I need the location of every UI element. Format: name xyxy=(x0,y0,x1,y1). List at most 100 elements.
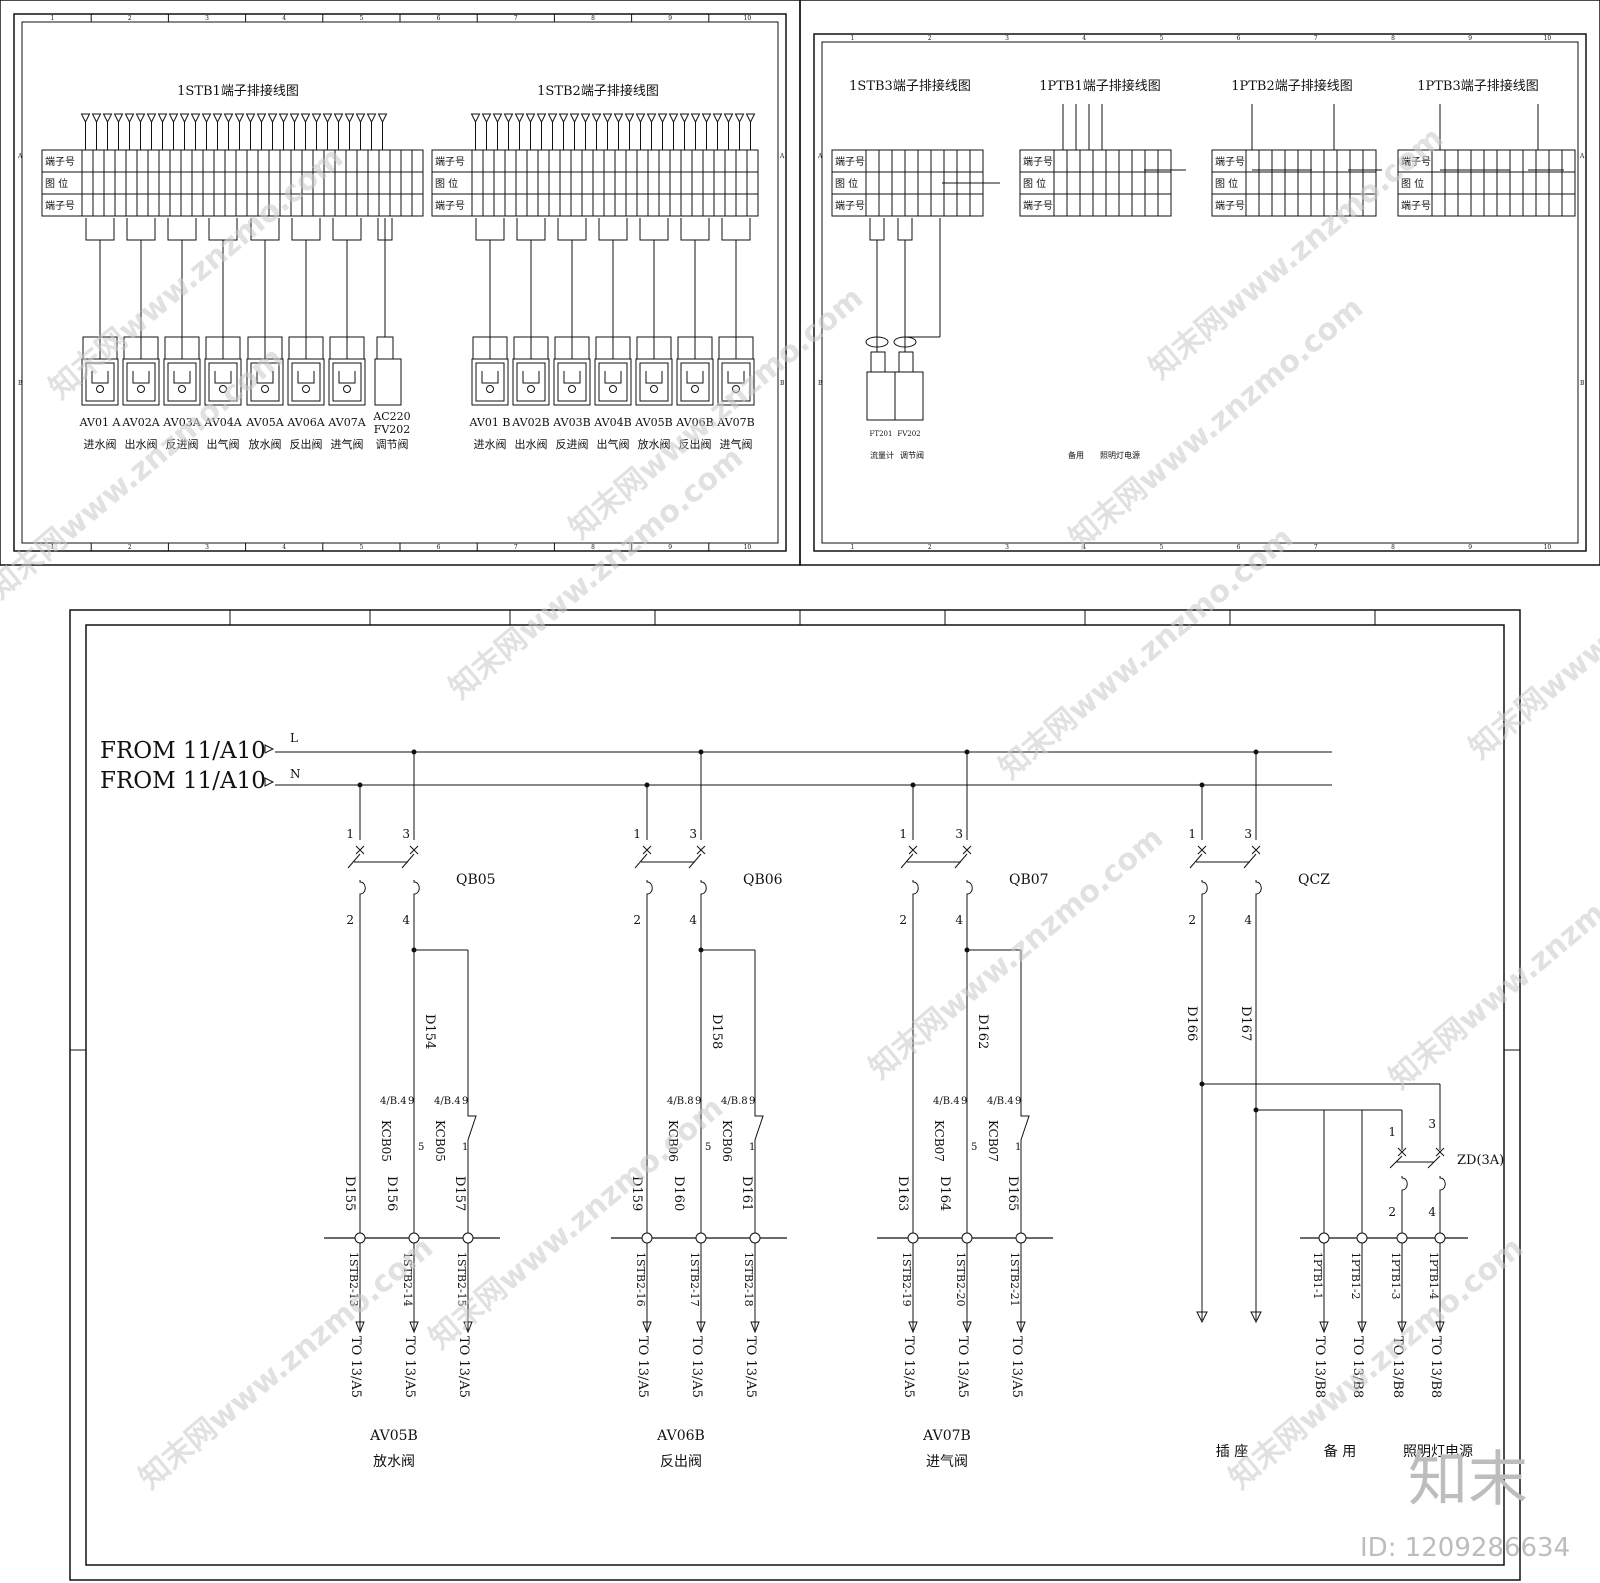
sheet1-stb2-table-row-label: 端子号 xyxy=(435,155,465,168)
sheet3-qcz-arrow xyxy=(1196,1311,1208,1324)
sheet1-a-terminal-bracket xyxy=(291,218,321,241)
sheet3-group-3-relay-ref: 4/B.4 xyxy=(933,1096,960,1107)
sheet1-a-device-body xyxy=(163,358,201,406)
sheet1-device-code-b: AV06B xyxy=(675,416,713,429)
sheet3-group-1-relay-name: KCB05 xyxy=(433,1120,447,1162)
sheet1-terminal-arrow xyxy=(580,113,591,124)
sheet1-a-device-body xyxy=(328,358,366,406)
sheet1-terminal-arrow xyxy=(245,113,256,124)
sheet1-terminal-arrow xyxy=(602,113,613,124)
sheet3-group-1-to-label: TO 13/A5 xyxy=(402,1336,417,1398)
sheet3-ptb-terminal xyxy=(1434,1232,1446,1244)
sheet1-b-valve-symbol xyxy=(522,371,540,384)
sheet1-terminal-arrow xyxy=(311,113,322,124)
sheet1-device-code-a: AV03A xyxy=(162,416,201,429)
sheet3-group-3-to-label: TO 13/A5 xyxy=(901,1336,916,1398)
sheet3-group-3-wire-b: D163 xyxy=(895,1176,910,1211)
sheet3-group-1-to-arrow xyxy=(409,1321,419,1334)
sheet1-terminal-arrow xyxy=(278,113,289,124)
sheet1-stb1-table-row-label: 端子号 xyxy=(45,155,75,168)
sheet1-a-valve-symbol xyxy=(91,371,109,384)
sheet1-terminal-arrow xyxy=(366,113,377,124)
sheet1-a-valve-symbol-circle xyxy=(261,385,269,393)
sheet2-spare: 备用 xyxy=(1068,450,1084,460)
sheet1-terminal-arrow xyxy=(657,113,668,124)
sheet3-ptb-to-label: TO 13/B8 xyxy=(1312,1336,1327,1398)
sheet1-device-name-a: 出气阀 xyxy=(207,437,240,451)
sheet1-terminal-arrow xyxy=(613,113,624,124)
sheet2-fv-name: 调节阀 xyxy=(900,451,924,460)
sheet3-ptb-terminal xyxy=(1396,1232,1408,1244)
sheet1-a-valve-symbol xyxy=(256,371,274,384)
sheet1-b-valve-symbol-circle xyxy=(486,385,494,393)
sheet3-from-l: FROM 11/A10 xyxy=(100,738,266,764)
sheet2-fv-code: FV202 xyxy=(897,430,920,438)
sheet1-device-name-b: 进气阀 xyxy=(720,437,753,451)
sheet2-table-3-table-row-label: 端子号 xyxy=(1215,155,1245,168)
sheet1-b-terminal-bracket xyxy=(516,218,546,241)
sheet3-group-2-junction xyxy=(698,749,704,755)
sheet1-terminal-arrow xyxy=(146,113,157,124)
sheet1-b-valve-symbol-circle xyxy=(527,385,535,393)
sheet2-border xyxy=(821,41,1579,544)
sheet2-table-3-table-row-label: 端子号 xyxy=(1215,199,1245,212)
sheet2-grid-number-bottom: 5 xyxy=(1159,544,1163,551)
sheet1-device-name-b: 放水阀 xyxy=(638,437,671,451)
sheet3-qcz-wire-label: D167 xyxy=(1238,1006,1253,1041)
sheet3-ptb-to-label: TO 13/B8 xyxy=(1390,1336,1405,1398)
sheet1-grid-number-bottom: 4 xyxy=(282,544,286,551)
sheet1-stb1-table-row-label: 端子号 xyxy=(45,199,75,212)
sheet3-group-3-contact xyxy=(954,853,973,906)
sheet3-n-label: N xyxy=(290,767,301,781)
sheet2-table-1-table-row-label: 端子号 xyxy=(835,199,865,212)
sheet1-a-device-body xyxy=(246,358,284,406)
sheet2-grid-number-top: 1 xyxy=(851,35,855,42)
sheet1-b-device-body xyxy=(594,358,632,406)
sheet3-group-1-pin1: 1 xyxy=(462,1142,468,1153)
sheet2-ft-code: FT201 xyxy=(870,430,893,438)
sheet3-group-1-x-mark xyxy=(355,845,365,855)
sheet2-table-1-table-row-label: 端子号 xyxy=(835,155,865,168)
sheet3-qcz-junction xyxy=(1199,782,1205,788)
sheet2-lighting: 照明灯电源 xyxy=(1100,450,1140,460)
sheet1-reg-head xyxy=(376,336,394,360)
sheet3-ptb-arrow xyxy=(1435,1321,1445,1334)
sheet3-group-3-to-arrow xyxy=(1016,1321,1026,1334)
sheet3-group-2-pin1: 1 xyxy=(749,1142,755,1153)
sheet1-device-code-b: AV01 B xyxy=(469,416,511,429)
sheet1-a-valve-symbol-circle xyxy=(178,385,186,393)
sheet2-grid-number-bottom: 3 xyxy=(1005,544,1009,551)
sheet3-group-3-to-label: TO 13/A5 xyxy=(955,1336,970,1398)
sheet1-b-device-inner xyxy=(557,362,587,402)
sheet3-group-1-pin5: 5 xyxy=(418,1142,424,1153)
sheet1-a-valve-symbol xyxy=(173,371,191,384)
sheet1-a-terminal-bracket xyxy=(332,218,362,241)
sheet3-group-1-junction xyxy=(411,749,417,755)
sheet1-b-device-body xyxy=(553,358,591,406)
sheet1-b-terminal-bracket xyxy=(598,218,628,241)
sheet1-device-code-a: AV07A xyxy=(327,416,366,429)
sheet1-terminal-arrow xyxy=(712,113,723,124)
sheet1-terminal-arrow xyxy=(322,113,333,124)
sheet2-grid-number-bottom: 8 xyxy=(1391,544,1395,551)
sheet2-ft-body xyxy=(866,371,896,421)
sheet1-b-valve-symbol-circle xyxy=(568,385,576,393)
sheet1-device-code-b: AV04B xyxy=(593,416,631,429)
sheet2-grid-number-bottom: 7 xyxy=(1314,544,1318,551)
sheet1-grid-number-bottom: 7 xyxy=(514,544,518,551)
sheet1-terminal-arrow xyxy=(256,113,267,124)
sheet1-b-terminal-bracket xyxy=(557,218,587,241)
sheet1-grid-number-top: 5 xyxy=(359,15,363,22)
sheet1-device-name-a: 放水阀 xyxy=(249,437,282,451)
sheet3-from-n: FROM 11/A10 xyxy=(100,768,266,794)
sheet2-stb3-brackets xyxy=(869,218,913,241)
sheet1-terminal-arrow xyxy=(525,113,536,124)
sheet3-group-2-wire-a: D158 xyxy=(709,1014,724,1049)
watermark-text: 知末网www.znzmo.com xyxy=(1463,500,1600,766)
sheet3-spare-label: 备 用 xyxy=(1324,1443,1356,1460)
sheet3-group-1-relay-ref: 4/B.4 xyxy=(380,1096,407,1107)
sheet1-a-device-inner xyxy=(167,362,197,402)
sheet1-terminal-arrow xyxy=(503,113,514,124)
sheet1-terminal-arrow xyxy=(234,113,245,124)
sheet3-group-1-pin9: 9 xyxy=(462,1096,468,1107)
